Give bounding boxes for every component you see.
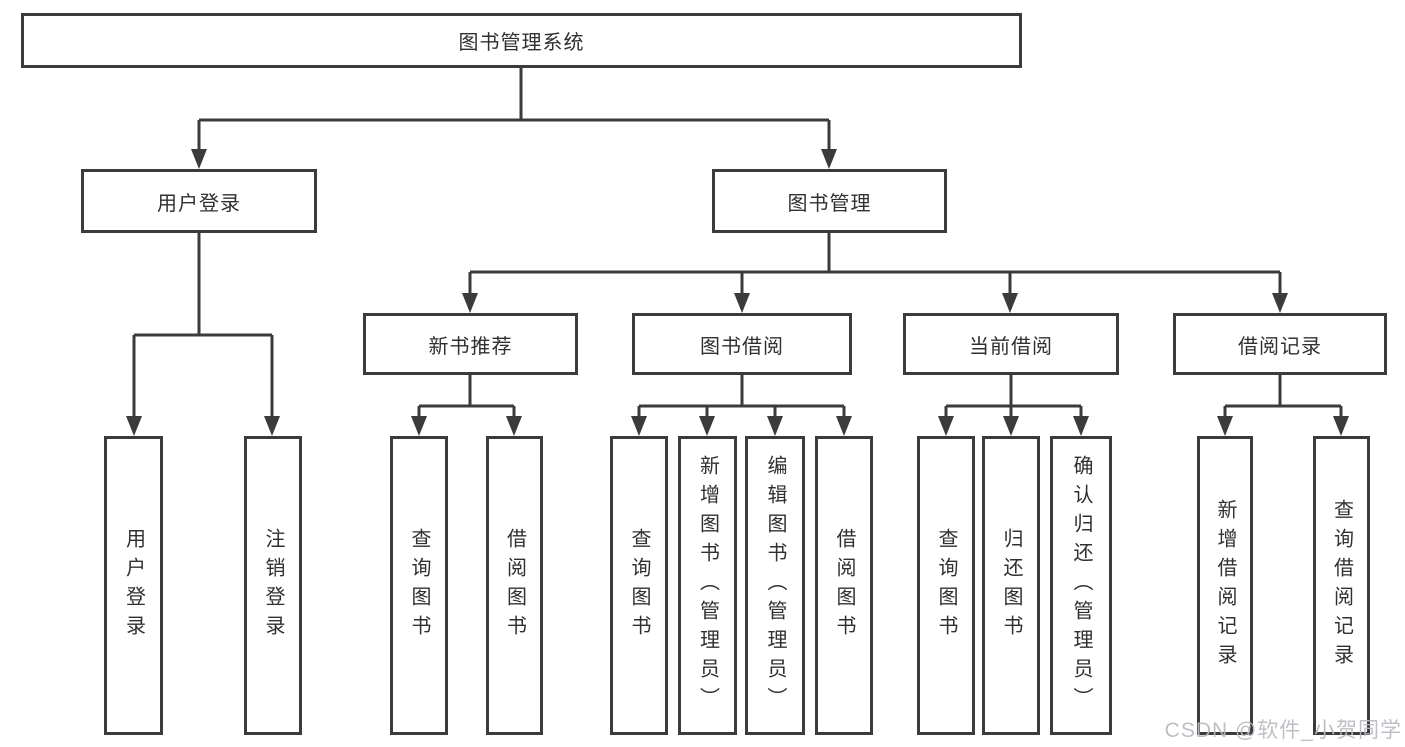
leaf-user-login: 用户登录 [104, 436, 163, 735]
arrow-icon [734, 293, 750, 313]
arrow-icon [462, 293, 478, 313]
node-root: 图书管理系统 [21, 13, 1022, 68]
arrow-icon [1003, 416, 1019, 436]
node-user-login: 用户登录 [81, 169, 317, 233]
arrow-icon [821, 149, 837, 169]
leaf-label: 编辑图书（管理员） [764, 455, 786, 716]
leaf-label: 新增图书（管理员） [696, 455, 719, 716]
leaf-nbr-query-books: 查询图书 [390, 436, 448, 735]
leaf-label: 归还图书 [1000, 527, 1022, 644]
arrow-icon [411, 416, 427, 436]
leaf-br-query-record: 查询借阅记录 [1313, 436, 1370, 735]
leaf-br-add-record: 新增借阅记录 [1197, 436, 1253, 735]
node-new-book-recommend: 新书推荐 [363, 313, 578, 375]
node-book-management: 图书管理 [712, 169, 947, 233]
leaf-bb-add-books-admin: 新增图书（管理员） [678, 436, 737, 735]
arrow-icon [1272, 293, 1288, 313]
arrow-icon [506, 416, 522, 436]
connector-book-borrow [637, 375, 846, 418]
leaf-label: 借阅图书 [503, 527, 526, 644]
connector-new-book-rec [417, 375, 516, 418]
arrow-icon [1002, 293, 1018, 313]
leaf-label: 借阅图书 [833, 527, 855, 644]
leaf-label: 查询图书 [935, 527, 957, 644]
leaf-bb-query-books: 查询图书 [610, 436, 668, 735]
arrow-icon [264, 416, 280, 436]
node-current-borrow: 当前借阅 [903, 313, 1119, 375]
node-borrow-records: 借阅记录 [1173, 313, 1387, 375]
leaf-bb-borrow-books: 借阅图书 [815, 436, 873, 735]
leaf-label: 新增借阅记录 [1214, 498, 1236, 673]
arrow-icon [1073, 416, 1089, 436]
leaf-label: 查询借阅记录 [1330, 498, 1353, 673]
connector-book-mgmt [468, 233, 1282, 295]
leaf-label: 查询图书 [408, 527, 430, 644]
arrow-icon [699, 416, 715, 436]
arrow-icon [836, 416, 852, 436]
leaf-logout: 注销登录 [244, 436, 302, 735]
leaf-cb-return-books: 归还图书 [982, 436, 1040, 735]
connector-borrow-records [1223, 375, 1343, 418]
arrow-icon [631, 416, 647, 436]
leaf-nbr-borrow-books: 借阅图书 [486, 436, 543, 735]
csdn-watermark: CSDN @软件_小贺同学 [1164, 719, 1402, 742]
arrow-icon [1333, 416, 1349, 436]
arrow-icon [1217, 416, 1233, 436]
arrow-icon [191, 149, 207, 169]
arrow-icon [767, 416, 783, 436]
leaf-label: 确认归还（管理员） [1070, 455, 1092, 716]
leaf-cb-confirm-return-admin: 确认归还（管理员） [1050, 436, 1112, 735]
connector-user-login [132, 233, 274, 418]
arrow-icon [938, 416, 954, 436]
connector-current-borrow [944, 375, 1083, 418]
node-book-borrow: 图书借阅 [632, 313, 852, 375]
arrow-icon [126, 416, 142, 436]
leaf-label: 查询图书 [628, 527, 650, 644]
leaf-bb-edit-books-admin: 编辑图书（管理员） [745, 436, 805, 735]
leaf-label: 注销登录 [262, 527, 284, 644]
leaf-label: 用户登录 [122, 527, 145, 644]
connector-root [197, 68, 831, 151]
leaf-cb-query-books: 查询图书 [917, 436, 975, 735]
